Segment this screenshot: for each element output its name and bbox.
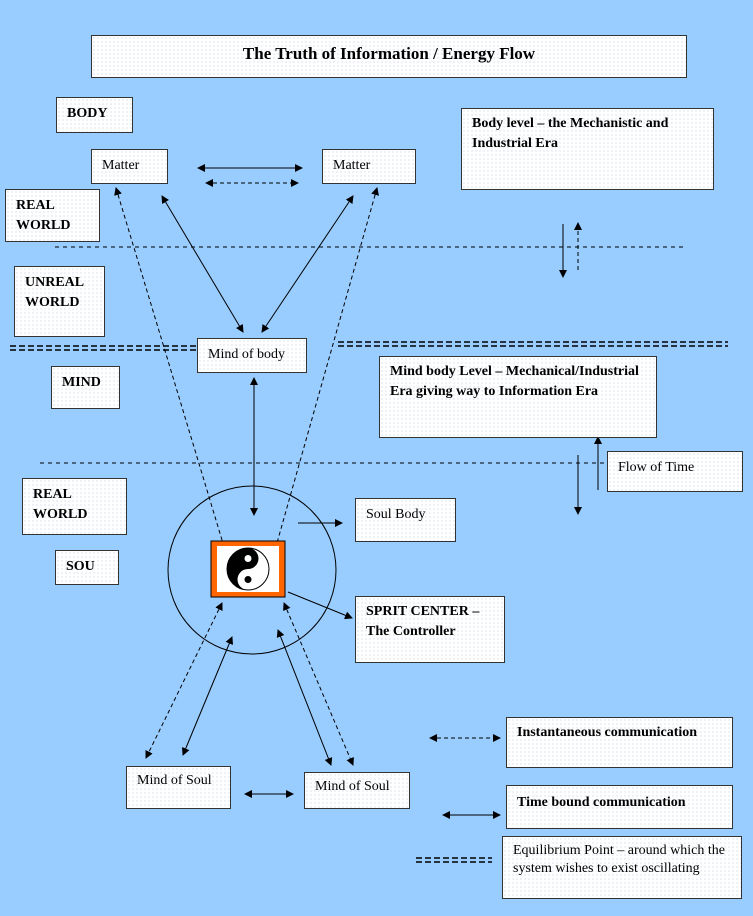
center-to-sprit-center-arrow [287,591,353,620]
center-to-soul-left-solid [181,636,234,756]
legend-time-bound: Time bound communication [506,785,733,829]
center-to-soul-right-dashed [283,602,354,766]
diagram-title: The Truth of Information / Energy Flow [91,35,687,78]
label-unreal-world: UNREAL WORLD [14,266,105,337]
center-to-soul-left-dashed [145,602,223,759]
node-matter-right: Matter [322,149,416,184]
label-real-world-bottom: REAL WORLD [22,478,127,535]
node-mind-of-soul-right: Mind of Soul [304,772,410,809]
node-soul-body: Soul Body [355,498,456,542]
soul-circle [167,485,337,655]
matter-left-to-mind [161,195,244,333]
flow-of-time-box: Flow of Time [607,451,743,492]
matter-left-dashed-to-center [114,187,227,551]
label-mind: MIND [51,366,120,409]
body-level-box: Body level – the Mechanistic and Industr… [461,108,714,190]
legend-equilibrium: Equilibrium Point – around which the sys… [502,836,742,899]
label-real-world-top: REAL WORLD [5,189,100,242]
label-soul: SOU [55,550,119,585]
yin-yang-icon [226,547,270,591]
legend-instantaneous: Instantaneous communication [506,717,733,768]
node-mind-of-body: Mind of body [197,338,307,373]
matter-right-to-mind [261,195,354,333]
label-body: BODY [56,97,133,133]
node-matter-left: Matter [91,149,168,184]
node-mind-of-soul-left: Mind of Soul [126,766,231,809]
mind-body-level-box: Mind body Level – Mechanical/Industrial … [379,356,657,438]
sprit-center-box: SPRIT CENTER – The Controller [355,596,505,663]
